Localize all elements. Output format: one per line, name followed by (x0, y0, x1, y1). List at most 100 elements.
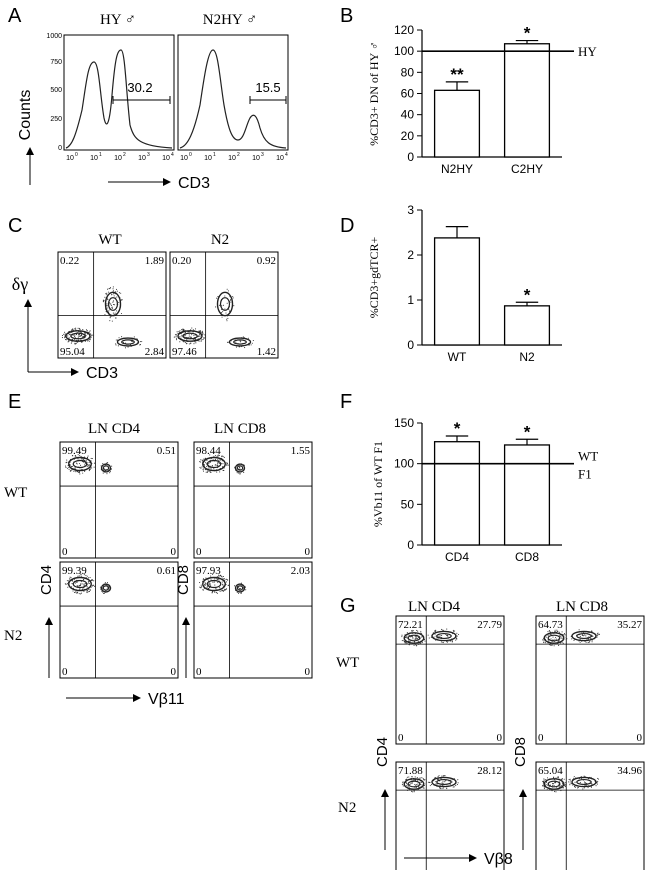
event-dot (226, 462, 228, 464)
event-dot (75, 342, 77, 344)
event-dot (244, 347, 246, 349)
contour (236, 585, 244, 591)
event-dot (591, 783, 593, 785)
event-dot (79, 339, 81, 341)
event-dot (401, 636, 403, 638)
panel-label-a: A (8, 5, 22, 27)
event-dot (421, 777, 423, 779)
event-dot (204, 582, 206, 584)
event-dot (245, 589, 247, 591)
event-dot (434, 629, 436, 632)
event-dot (226, 318, 228, 320)
event-dot (415, 643, 417, 646)
event-dot (451, 781, 453, 783)
event-dot (113, 293, 115, 295)
event-dot (596, 783, 598, 785)
quadrant-value-upper-right: 34.96 (617, 765, 642, 777)
event-dot (84, 583, 86, 585)
event-dot (109, 317, 111, 319)
event-dot (408, 776, 410, 778)
event-dot (551, 644, 553, 646)
event-dot (250, 344, 252, 346)
event-dot (552, 784, 554, 787)
event-dot (81, 336, 84, 338)
event-dot (412, 791, 414, 793)
event-dot (214, 584, 216, 586)
event-dot (441, 788, 443, 790)
event-dot (545, 779, 547, 781)
event-dot (454, 630, 456, 632)
event-dot (67, 580, 70, 582)
panel-g-title-cd8: LN CD8 (556, 599, 608, 615)
event-dot (108, 288, 110, 290)
event-dot (453, 630, 455, 632)
panel-a-y-tick: 500 (50, 87, 62, 94)
event-dot (210, 471, 212, 473)
bar (433, 237, 481, 346)
event-dot (214, 464, 216, 466)
event-dot (584, 634, 586, 636)
event-dot (219, 459, 221, 461)
event-dot (69, 578, 71, 580)
event-dot (106, 462, 108, 464)
panel-a-x-tick: 10 (180, 155, 188, 162)
event-dot (207, 470, 209, 472)
event-dot (185, 343, 187, 345)
event-dot (205, 577, 207, 579)
event-dot (75, 327, 77, 329)
event-dot (455, 639, 457, 641)
quadrant-value-upper-right: 0.51 (157, 445, 176, 457)
event-dot (79, 473, 81, 475)
event-dot (590, 637, 592, 640)
event-dot (216, 592, 218, 594)
event-dot (73, 470, 75, 472)
event-dot (67, 341, 69, 343)
event-dot (81, 588, 84, 590)
event-dot (89, 576, 91, 579)
event-dot (228, 464, 230, 466)
significance-marker: * (454, 419, 461, 438)
event-dot (243, 471, 245, 474)
event-dot (417, 783, 419, 785)
event-dot (109, 320, 111, 322)
event-dot (597, 780, 599, 782)
contour (403, 632, 425, 644)
event-dot (232, 295, 234, 298)
panel-a-x-tick: 10 (204, 155, 212, 162)
event-dot (223, 589, 225, 591)
event-dot (116, 310, 118, 312)
event-dot (549, 631, 551, 633)
event-dot (105, 293, 107, 295)
y-tick-label: 0 (407, 538, 414, 552)
event-dot (187, 337, 189, 339)
event-dot (227, 579, 229, 581)
event-dot (199, 461, 201, 463)
bar (433, 89, 481, 158)
event-dot (210, 575, 212, 577)
event-dot (446, 640, 448, 643)
event-dot (215, 592, 218, 594)
event-dot (92, 335, 95, 337)
event-dot (91, 457, 93, 460)
event-dot (444, 781, 446, 783)
histogram-frame-hy (63, 34, 175, 151)
event-dot (106, 588, 108, 590)
event-dot (435, 776, 437, 779)
event-dot (201, 339, 203, 341)
event-dot (211, 592, 213, 594)
event-dot (80, 592, 83, 594)
event-dot (102, 472, 104, 474)
event-dot (417, 630, 419, 632)
event-dot (92, 334, 94, 336)
event-dot (219, 587, 221, 589)
event-dot (224, 579, 226, 581)
event-dot (239, 340, 241, 342)
event-dot (406, 776, 408, 778)
panel-a-y-tick: 1000 (46, 33, 62, 40)
event-dot (437, 776, 439, 778)
event-dot (587, 641, 589, 643)
event-dot (188, 343, 190, 345)
y-tick-label: 20 (401, 129, 415, 143)
event-dot (222, 575, 225, 578)
event-dot (188, 336, 190, 338)
